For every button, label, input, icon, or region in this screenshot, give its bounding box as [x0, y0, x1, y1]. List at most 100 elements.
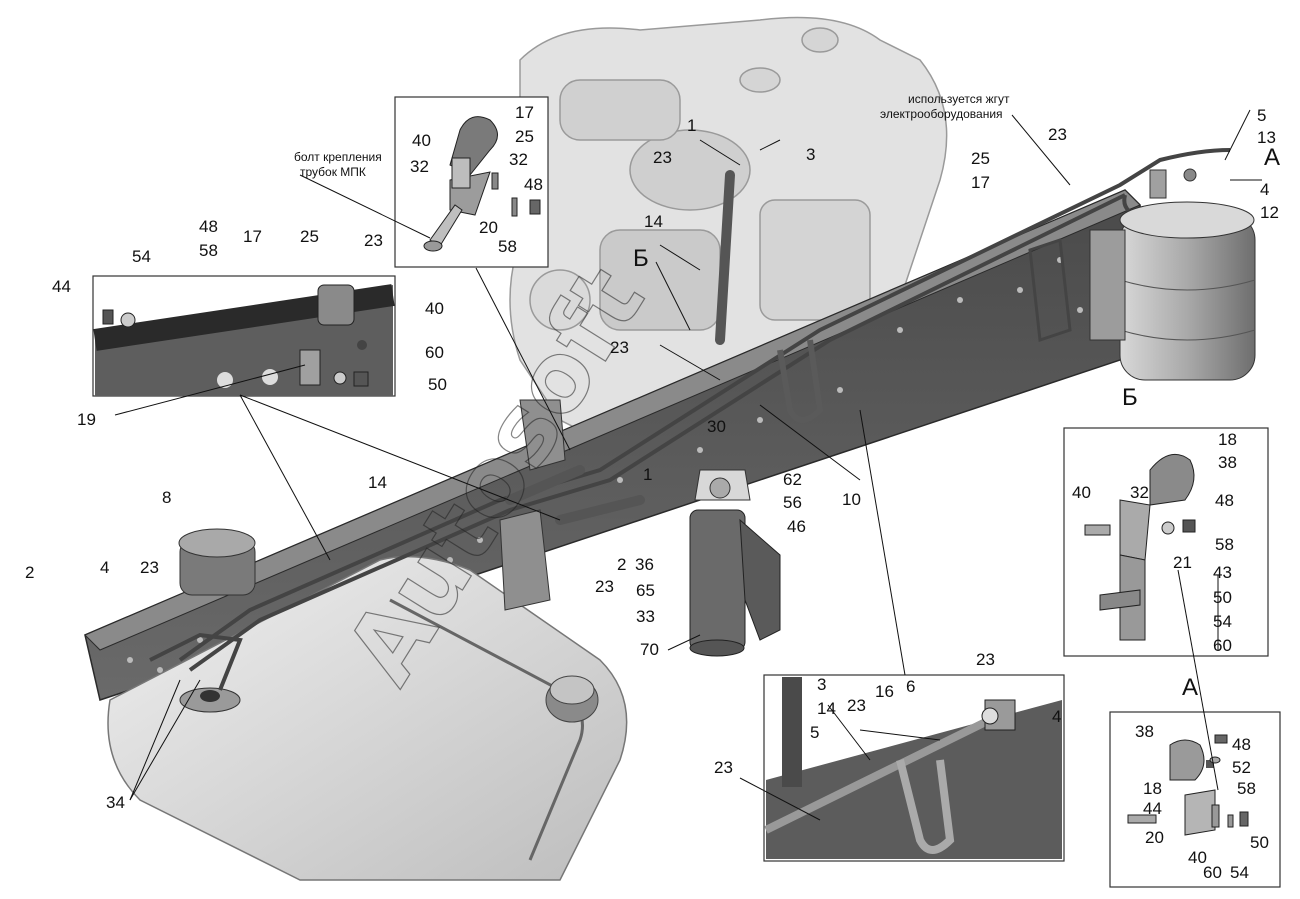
tank-drain-fitting: [179, 687, 241, 713]
part-label: 62: [783, 470, 802, 489]
part-label: 2: [617, 555, 626, 574]
inset-view-a-exploded: [1109, 711, 1281, 888]
part-label: 13: [1257, 128, 1276, 147]
bolt-caption-line1: болт крепления: [294, 150, 382, 164]
part-label: 38: [1218, 453, 1237, 472]
part-label: 14: [368, 473, 387, 492]
part-label: 50: [1250, 833, 1269, 852]
part-label: 54: [1230, 863, 1249, 882]
part-label: 4: [1052, 707, 1061, 726]
part-label: 20: [1145, 828, 1164, 847]
part-label: 54: [1213, 612, 1232, 631]
part-label: 10: [842, 490, 861, 509]
view-letters: А Б Б А: [633, 144, 1280, 701]
part-label: 1: [687, 116, 696, 135]
part-label: 19: [77, 410, 96, 429]
part-label: 3: [806, 145, 815, 164]
rubber-hoses: [505, 170, 735, 525]
part-label: 17: [971, 173, 990, 192]
fuel-cap-left: [178, 528, 256, 596]
part-label: 36: [635, 555, 654, 574]
view-letter-a-main: А: [1264, 144, 1280, 171]
part-label: 48: [1232, 735, 1251, 754]
part-label: 58: [498, 237, 517, 256]
part-label: 32: [509, 150, 528, 169]
part-label: 25: [971, 149, 990, 168]
part-label: 23: [610, 338, 629, 357]
part-label: 58: [1215, 535, 1234, 554]
part-label: 40: [425, 299, 444, 318]
harness-caption-line1: используется жгут: [908, 92, 1010, 106]
bolt-caption-line2: трубок МПК: [300, 165, 366, 179]
part-label: 44: [1143, 799, 1162, 818]
part-label: 23: [1048, 125, 1067, 144]
part-label: 20: [479, 218, 498, 237]
part-label: 14: [817, 699, 836, 718]
view-letter-b-bottom: Б: [1122, 384, 1138, 411]
part-label: 2: [25, 563, 34, 582]
harness-caption-line2: электрооборудования: [880, 107, 1003, 121]
part-label: 30: [707, 417, 726, 436]
part-label: 50: [428, 375, 447, 394]
part-number-labels: 17 25 40 32 32 48 20 58 48 58 17 25 23 4…: [25, 103, 1279, 882]
part-label: 60: [1203, 863, 1222, 882]
inset-bolt-clamp: [394, 96, 549, 268]
part-label: 54: [132, 247, 151, 266]
part-label: 14: [644, 212, 663, 231]
part-label: 70: [640, 640, 659, 659]
part-label: 60: [1213, 636, 1232, 655]
part-label: 5: [1257, 106, 1266, 125]
inset-bracket-right: [1063, 427, 1269, 657]
part-label: 23: [976, 650, 995, 669]
part-label: 23: [140, 558, 159, 577]
air-receiver-cylinder: [1089, 201, 1256, 381]
part-label: 21: [1173, 553, 1192, 572]
leader-lines: [114, 109, 1262, 821]
part-label: 17: [515, 103, 534, 122]
part-label: 6: [906, 677, 915, 696]
part-label: 38: [1135, 722, 1154, 741]
view-letter-a-inset: А: [1182, 674, 1198, 701]
part-label: 23: [364, 231, 383, 250]
part-label: 44: [52, 277, 71, 296]
part-label: 48: [199, 217, 218, 236]
part-label: 52: [1232, 758, 1251, 777]
part-label: 23: [595, 577, 614, 596]
part-label: 65: [636, 581, 655, 600]
part-label: 16: [875, 682, 894, 701]
part-label: 8: [162, 488, 171, 507]
part-label: 40: [1072, 483, 1091, 502]
inset-pipe-route-bottom: [763, 674, 1065, 862]
part-label: 18: [1218, 430, 1237, 449]
part-label: 23: [653, 148, 672, 167]
part-label: 17: [243, 227, 262, 246]
part-label: 5: [810, 723, 819, 742]
text-captions: болт крепления трубок МПК используется ж…: [294, 92, 1010, 179]
part-label: 25: [300, 227, 319, 246]
part-label: 60: [425, 343, 444, 362]
part-label: 50: [1213, 588, 1232, 607]
part-label: 48: [1215, 491, 1234, 510]
part-label: 4: [1260, 180, 1269, 199]
part-label: 43: [1213, 563, 1232, 582]
part-label: 3: [817, 675, 826, 694]
part-label: 33: [636, 607, 655, 626]
part-label: 32: [1130, 483, 1149, 502]
part-label: 12: [1260, 203, 1279, 222]
fuel-filter: [689, 469, 781, 657]
part-label: 40: [1188, 848, 1207, 867]
part-label: 48: [524, 175, 543, 194]
part-label: 1: [643, 465, 652, 484]
part-label: 58: [199, 241, 218, 260]
part-label: 40: [412, 131, 431, 150]
part-label: 18: [1143, 779, 1162, 798]
view-letter-b-main: Б: [633, 245, 649, 272]
frame-holes: [127, 257, 1083, 673]
part-label: 25: [515, 127, 534, 146]
pipe-u-loop: [777, 339, 824, 423]
inset-pipe-clamp-left: [92, 275, 396, 397]
part-label: 56: [783, 493, 802, 512]
part-label: 4: [100, 558, 109, 577]
coupling-fitting-top: [1149, 168, 1197, 199]
